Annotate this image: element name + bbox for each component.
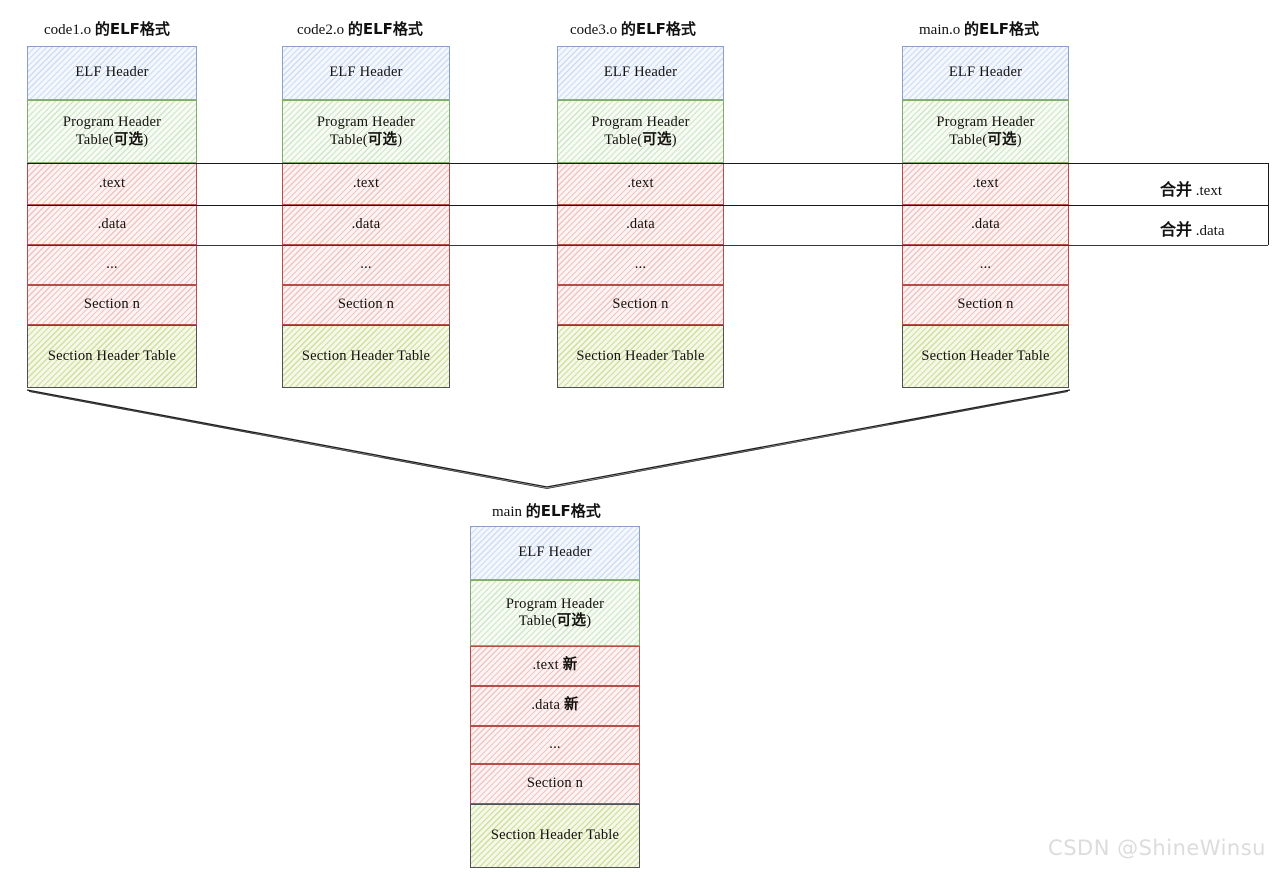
merge-text-label: 合并 .text xyxy=(1160,180,1223,199)
output-section-elf_header: ELF Header xyxy=(470,526,640,580)
connector-left-echo xyxy=(28,391,548,489)
section-text-main_o: .text xyxy=(902,163,1069,205)
section-sht-code2: Section Header Table xyxy=(282,325,450,388)
section-data-main_o: .data xyxy=(902,205,1069,245)
watermark: CSDN @ShineWinsu xyxy=(1048,836,1266,860)
merge-bottom-line xyxy=(27,245,1268,246)
section-section_n-main_o: Section n xyxy=(902,285,1069,325)
output-column-title: main 的ELF格式 xyxy=(492,502,601,520)
section-data-code2: .data xyxy=(282,205,450,245)
section-section_n-code3: Section n xyxy=(557,285,724,325)
merge-right-edge xyxy=(1268,163,1269,245)
connector-left xyxy=(26,389,548,488)
column-title-code3: code3.o 的ELF格式 xyxy=(570,20,696,38)
section-ellipsis-code1: ... xyxy=(27,245,197,285)
connector-right-echo xyxy=(546,391,1069,489)
output-section-text_new: .text 新 xyxy=(470,646,640,686)
section-ellipsis-main_o: ... xyxy=(902,245,1069,285)
column-title-code2: code2.o 的ELF格式 xyxy=(297,20,423,38)
output-section-data_new: .data 新 xyxy=(470,686,640,726)
section-section_n-code1: Section n xyxy=(27,285,197,325)
section-ellipsis-code3: ... xyxy=(557,245,724,285)
section-sht-main_o: Section Header Table xyxy=(902,325,1069,388)
section-section_n-code2: Section n xyxy=(282,285,450,325)
section-data-code1: .data xyxy=(27,205,197,245)
connector-right xyxy=(546,389,1071,488)
merge-text-line xyxy=(27,163,1268,164)
section-text-code2: .text xyxy=(282,163,450,205)
section-elf_header-code1: ELF Header xyxy=(27,46,197,100)
output-section-sht: Section Header Table xyxy=(470,804,640,868)
section-text-code3: .text xyxy=(557,163,724,205)
column-title-main_o: main.o 的ELF格式 xyxy=(919,20,1040,38)
section-sht-code1: Section Header Table xyxy=(27,325,197,388)
section-sht-code3: Section Header Table xyxy=(557,325,724,388)
section-ellipsis-code2: ... xyxy=(282,245,450,285)
section-data-code3: .data xyxy=(557,205,724,245)
merge-data-label: 合并 .data xyxy=(1160,220,1225,239)
column-title-code1: code1.o 的ELF格式 xyxy=(44,20,170,38)
section-elf_header-main_o: ELF Header xyxy=(902,46,1069,100)
section-elf_header-code3: ELF Header xyxy=(557,46,724,100)
section-text-code1: .text xyxy=(27,163,197,205)
merge-data-line xyxy=(27,205,1268,206)
section-elf_header-code2: ELF Header xyxy=(282,46,450,100)
output-section-ellipsis: ... xyxy=(470,726,640,764)
output-section-section_n: Section n xyxy=(470,764,640,804)
